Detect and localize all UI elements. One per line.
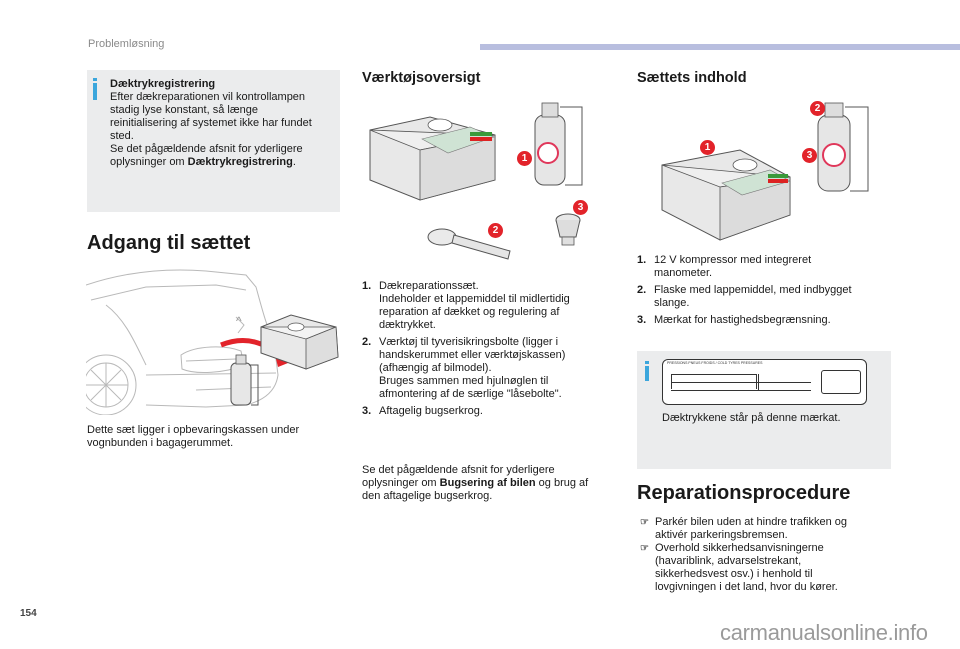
badge-3: 3 [573,200,588,215]
tpms-link[interactable]: Dæktrykregistrering [187,156,293,168]
badge-2: 2 [488,223,503,238]
badge-1: 1 [517,151,532,166]
watermark: carmanualsonline.info [720,620,928,645]
contents-item: 3. Mærkat for hastighedsbegrænsning. [637,314,831,326]
procedure-item: ☞ Parkér bilen uden at hindre trafikken … [640,516,848,541]
towing-link[interactable]: Bugsering af bilen [439,477,536,489]
compressor-drawing [260,314,339,370]
header-accent-bar [480,44,960,50]
tools-item: 2. Værktøj til tyverisikringsbolte (ligg… [362,336,566,400]
info-line: stadig lyse konstant, så længe [110,104,258,116]
procedure-list: ☞ Parkér bilen uden at hindre trafikken … [640,516,895,598]
sealant-bottle-drawing [230,354,259,406]
pointing-hand-icon: ☞ [640,543,649,554]
sealant-bottle-drawing [534,102,583,186]
compressor-drawing [369,116,496,201]
label-info-text: Dæktrykkene står på denne mærkat. [662,412,841,424]
access-title: Adgang til sættet [87,232,251,254]
info-box-tpms: Dæktrykregistrering Efter dækreparatione… [87,70,340,212]
access-caption: Dette sæt ligger i opbevaringskassen und… [87,424,300,449]
tools-illustration [369,102,583,260]
tow-hook-drawing [427,228,511,260]
tools-list: 1. Dækreparationssæt.Indeholder et lappe… [362,280,622,422]
pointing-hand-icon: ☞ [640,517,649,528]
tyre-pressure-label: PRESSIONS PNEUS FROIDS / COLD TYRES PRES… [662,359,867,405]
info-line: Efter dækreparationen vil kontrollampen [110,91,306,103]
contents-illustration [661,102,869,241]
info-line: sted. [110,130,134,142]
page-number: 154 [20,608,37,619]
tools-item: 3. Aftagelig bugserkrog. [362,405,483,417]
info-title: Dæktrykregistrering [110,78,216,90]
info-line: reinitialisering af systemet ikke har fu… [110,117,312,129]
contents-title: Sættets indhold [637,70,747,86]
badge-2: 2 [810,101,825,116]
badge-1: 1 [700,140,715,155]
info-icon [645,361,649,381]
procedure-item: ☞ Overhold sikkerhedsanvisningerne(havar… [640,542,838,593]
anti-theft-tool-drawing [555,213,581,246]
procedure-title: Reparationsprocedure [637,482,851,504]
section-label: Problemløsning [88,38,165,50]
info-icon [93,78,97,100]
compressor-drawing [661,149,791,241]
contents-item: 2. Flaske med lappemiddel, med indbygget… [637,284,852,309]
tools-item: 1. Dækreparationssæt.Indeholder et lappe… [362,280,570,331]
info-line-last: oplysninger om Dæktrykregistrering. [110,156,296,168]
info-line: Se det pågældende afsnit for yderligere [110,143,303,155]
car-trunk-illustration: ^ [86,269,339,415]
tools-title: Værktøjsoversigt [362,70,481,86]
info-box-label: PRESSIONS PNEUS FROIDS / COLD TYRES PRES… [637,351,891,469]
badge-3: 3 [802,148,817,163]
sealant-bottle-drawing [817,102,869,192]
svg-text:^: ^ [236,314,242,328]
tools-note: Se det pågældende afsnit for yderligere … [362,464,589,502]
